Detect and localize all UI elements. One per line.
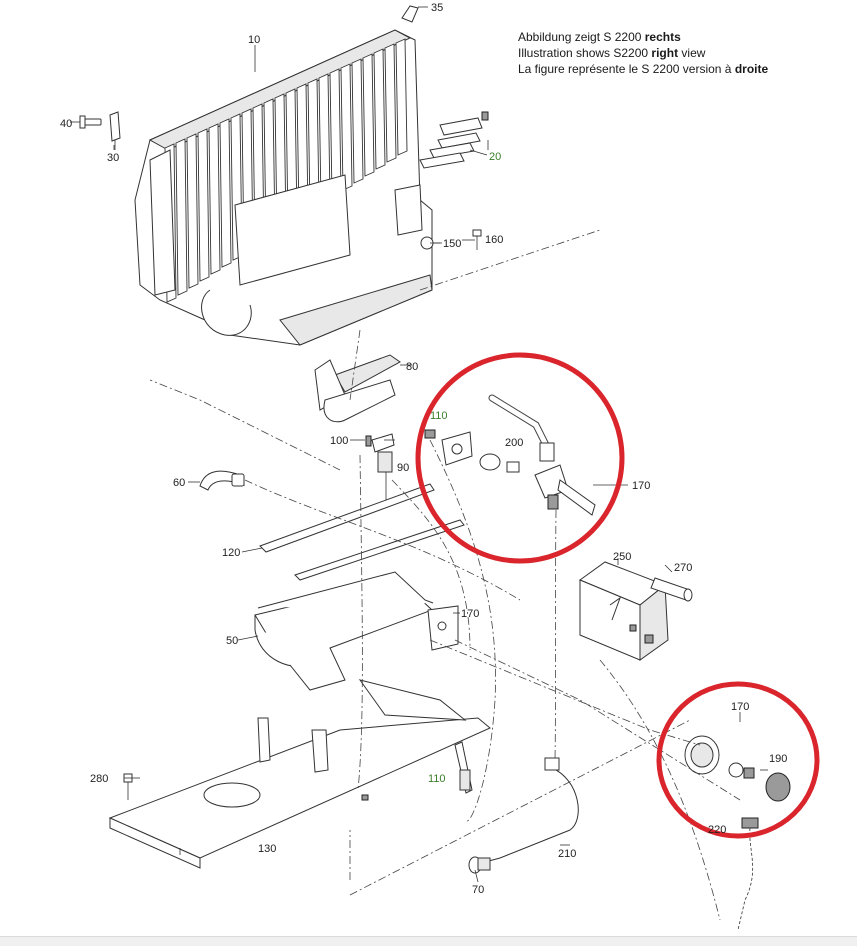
label-110-bottom: 110 [428,773,446,785]
label-200: 200 [505,437,523,449]
label-35: 35 [431,2,443,14]
cooling-fin [186,133,199,289]
label-130: 130 [258,843,276,855]
label-150: 150 [443,238,461,250]
cooling-fin [340,63,353,191]
control-knob-assembly [684,735,791,829]
highlight-circle-control-knob [656,681,820,839]
label-20: 20 [489,151,501,163]
screw-part-160 [472,229,482,250]
caption-line-fr: La figure représente le S 2200 version à… [518,61,768,77]
mounting-bracket-part-170 [427,605,459,651]
label-10: 10 [248,34,260,46]
label-100: 100 [330,435,348,447]
label-220: 220 [708,824,726,836]
battery-part-270 [650,577,693,602]
assembly-lines [149,229,741,921]
leader-lines [113,45,768,883]
label-190: 190 [769,753,787,765]
caption-line-de: Abbildung zeigt S 2200 rechts [518,29,768,45]
label-170-top: 170 [632,480,650,492]
burner-part-80 [314,354,412,423]
bolt-part-40 [70,115,102,129]
caption-en-suffix: view [678,46,706,60]
caption-de-bold: rechts [644,30,681,44]
caption-en-text: Illustration shows S2200 [518,46,652,60]
base-plate-part-130 [108,679,491,869]
cooling-fin [175,138,188,296]
cooling-fin [197,128,210,282]
caption-de-text: Abbildung zeigt S 2200 [518,30,645,44]
cooling-fin [395,38,408,156]
caption-fr-text: La figure représente le S 2200 version à [518,62,735,76]
label-40: 40 [60,118,72,130]
gas-pipe-part-210 [484,757,579,863]
label-160: 160 [485,234,503,246]
label-170-right: 170 [731,701,749,713]
label-60: 60 [173,477,185,489]
label-250: 250 [613,551,631,563]
gas-valve-assembly [424,394,596,516]
screw-part-100 [355,435,372,447]
heat-exchanger-part-10 [134,29,433,346]
view-caption: Abbildung zeigt S 2200 rechts Illustrati… [518,29,768,77]
caption-en-bold: right [651,46,679,60]
cooling-fin [208,123,221,275]
label-280: 280 [90,773,108,785]
label-270: 270 [674,562,692,574]
control-unit-part-250 [578,561,669,661]
cooling-fin [373,48,386,170]
tube-part-60 [199,470,245,491]
caption-line-en: Illustration shows S2200 right view [518,45,768,61]
label-170-mid: 170 [461,608,479,620]
cooling-fin [384,43,397,163]
connector-part-35 [401,5,428,23]
label-90: 90 [397,462,409,474]
cooling-fin [362,53,375,177]
caption-fr-bold: droite [734,62,769,76]
nut-part-70 [468,856,491,874]
igniter-part-90 [371,433,395,500]
label-110-top: 110 [430,410,448,422]
highlight-circle-gas-valve [415,352,625,564]
burner-housing-part-50 [254,571,434,691]
bracket-set-part-20 [419,111,489,169]
cooling-fin [219,118,232,268]
part-labels: 10 35 40 30 20 150 160 80 110 100 200 90… [60,2,787,896]
label-80: 80 [406,361,418,373]
label-30: 30 [107,152,119,164]
label-210: 210 [558,848,576,860]
label-70: 70 [472,884,484,896]
bracket-part-30 [109,111,121,150]
label-50: 50 [226,635,238,647]
window-bottom-strip [0,936,857,946]
label-120: 120 [222,547,240,559]
rail-part-120 [259,483,465,581]
cooling-fin [351,58,364,184]
sensor-part-110-bottom [454,741,473,794]
